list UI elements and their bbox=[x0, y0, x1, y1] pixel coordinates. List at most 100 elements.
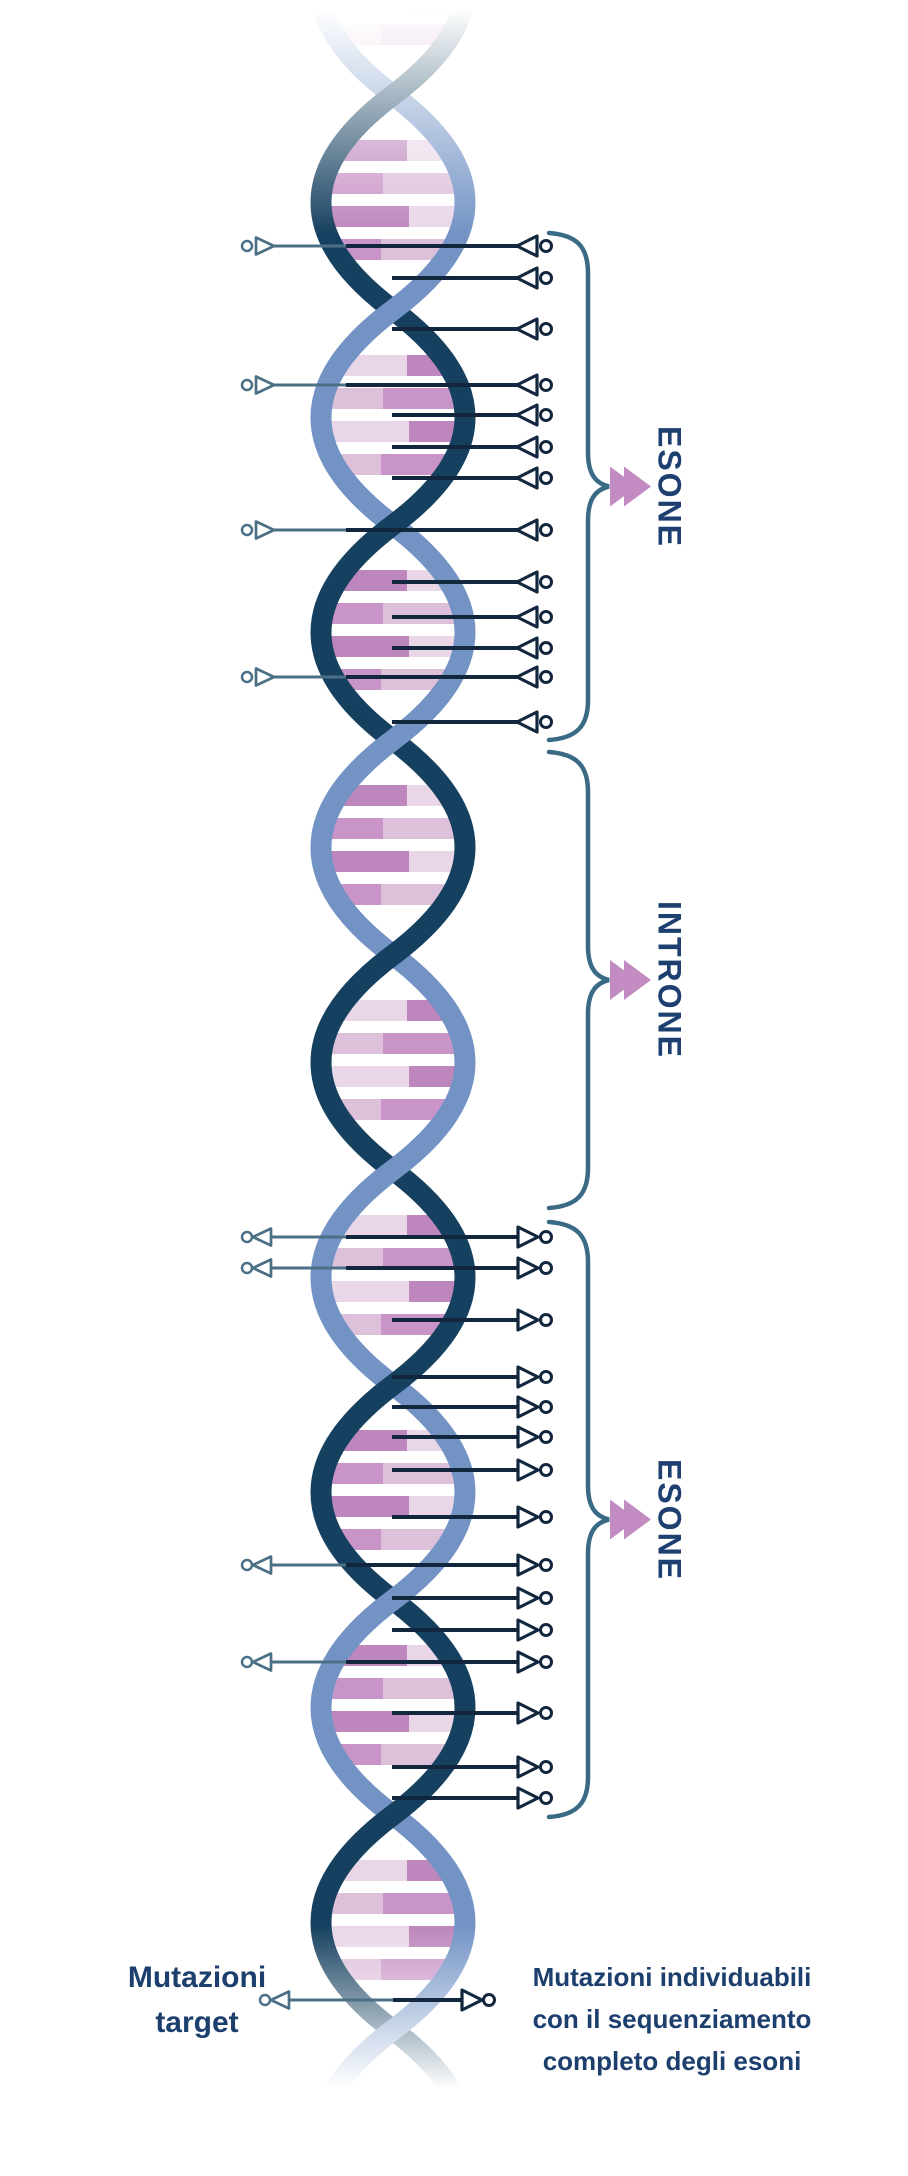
esone-1-bracket bbox=[546, 230, 610, 743]
primer-circle-icon bbox=[482, 1993, 496, 2007]
base-pair-rung-right bbox=[409, 1711, 466, 1732]
arrowhead-icon bbox=[515, 266, 539, 290]
primer-circle-icon bbox=[539, 408, 553, 422]
caption-mutazioni-target: Mutazioni target bbox=[67, 1955, 327, 2045]
arrowhead-icon bbox=[251, 1652, 273, 1672]
arrowhead-icon bbox=[254, 375, 276, 395]
arrowhead-icon bbox=[254, 520, 276, 540]
read-arrow-right-out bbox=[392, 1586, 553, 1610]
arrowhead-icon bbox=[515, 317, 539, 341]
read-arrow-right-in bbox=[346, 234, 553, 258]
arrowhead-icon bbox=[515, 518, 539, 542]
primer-circle-icon bbox=[539, 239, 553, 253]
arrowhead-icon bbox=[515, 435, 539, 459]
double-chevron-icon bbox=[610, 960, 651, 1000]
primer-circle-icon bbox=[539, 1791, 553, 1805]
arrowhead-icon bbox=[516, 1701, 540, 1725]
base-pair-rung-right bbox=[383, 1248, 466, 1269]
base-pair-rung-left bbox=[320, 1033, 383, 1054]
read-arrow-right-out bbox=[392, 1505, 553, 1529]
arrowhead-icon bbox=[516, 1786, 540, 1810]
primer-circle-icon bbox=[539, 440, 553, 454]
base-pair-rung-right bbox=[409, 1066, 466, 1087]
primer-circle-icon bbox=[539, 1706, 553, 1720]
primer-circle-icon bbox=[240, 670, 254, 684]
arrowhead-icon bbox=[516, 1395, 540, 1419]
arrowhead-icon bbox=[516, 1505, 540, 1529]
base-pair-rung-right bbox=[383, 388, 466, 409]
primer-circle-icon bbox=[240, 1655, 254, 1669]
base-pair-rung-left bbox=[320, 1463, 383, 1484]
primer-circle-icon bbox=[240, 1558, 254, 1572]
base-pair-rung-right bbox=[409, 1926, 466, 1947]
caption-mutazioni-individuabili-line3: completo degli esoni bbox=[542, 2046, 802, 2076]
base-pair-rung-left bbox=[320, 173, 383, 194]
arrowhead-icon bbox=[515, 403, 539, 427]
arrowhead-icon bbox=[515, 570, 539, 594]
base-pair-rung-left bbox=[320, 1248, 383, 1269]
base-pair-rung-left bbox=[320, 1926, 409, 1947]
base-pair-rung-left bbox=[320, 603, 383, 624]
read-arrow-right-out bbox=[392, 1458, 553, 1482]
base-pair-rung-right bbox=[409, 206, 466, 227]
caption-mutazioni-target-line2: target bbox=[155, 2006, 239, 2039]
arrowhead-icon bbox=[515, 234, 539, 258]
section-label-introne: INTRONE bbox=[651, 901, 688, 1059]
base-pair-rung-right bbox=[383, 1893, 466, 1914]
read-arrow-right-out bbox=[346, 1553, 553, 1577]
arrowhead-icon bbox=[515, 605, 539, 629]
primer-circle-icon bbox=[539, 1655, 553, 1669]
primer-circle-icon bbox=[240, 239, 254, 253]
dna-strand-dark bbox=[310, 0, 476, 2176]
double-chevron-icon bbox=[610, 1499, 651, 1540]
base-pair-rung-right bbox=[409, 851, 466, 872]
arrowhead-icon bbox=[251, 1258, 273, 1278]
primer-circle-icon bbox=[539, 670, 553, 684]
esone-2-bracket bbox=[546, 1219, 610, 1820]
primer-circle-icon bbox=[539, 271, 553, 285]
read-arrow-right-out bbox=[346, 1650, 553, 1674]
primer-circle-icon bbox=[539, 322, 553, 336]
primer-circle-icon bbox=[539, 1313, 553, 1327]
read-arrow-right-in bbox=[346, 518, 553, 542]
base-pair-rung-right bbox=[383, 1033, 466, 1054]
read-arrow-right-out bbox=[392, 1618, 553, 1642]
base-pair-rung-right bbox=[409, 1496, 466, 1517]
read-arrow-right-in bbox=[392, 466, 553, 490]
arrowhead-icon bbox=[516, 1365, 540, 1389]
arrowhead-icon bbox=[515, 710, 539, 734]
primer-circle-icon bbox=[539, 641, 553, 655]
primer-circle-icon bbox=[539, 1760, 553, 1774]
base-pair-rung-left bbox=[320, 1711, 409, 1732]
base-pair-rung-left bbox=[320, 1066, 409, 1087]
base-pair-rung-left bbox=[320, 1281, 409, 1302]
base-pair-rung-left bbox=[320, 1496, 409, 1517]
primer-circle-icon bbox=[539, 1510, 553, 1524]
read-arrow-right-out bbox=[392, 1365, 553, 1389]
primer-circle-icon bbox=[539, 1400, 553, 1414]
arrowhead-icon bbox=[516, 1586, 540, 1610]
arrowhead-icon bbox=[516, 1256, 540, 1280]
read-arrow-right-out bbox=[392, 1786, 553, 1810]
read-arrow-right-out bbox=[392, 1425, 553, 1449]
arrowhead-icon bbox=[254, 236, 276, 256]
read-arrow-right-out bbox=[392, 1395, 553, 1419]
base-pair-rung-left bbox=[320, 1893, 383, 1914]
primer-circle-icon bbox=[539, 1591, 553, 1605]
arrowhead-icon bbox=[516, 1618, 540, 1642]
section-label-esone-1: ESONE bbox=[651, 425, 688, 549]
read-arrow-right-in bbox=[392, 403, 553, 427]
read-arrow-right-in bbox=[346, 665, 553, 689]
arrowhead-icon bbox=[254, 667, 276, 687]
read-arrow-right-out bbox=[346, 1256, 553, 1280]
base-pair-rung-left bbox=[320, 0, 409, 12]
read-arrows bbox=[240, 234, 553, 1810]
read-arrow-right-out bbox=[392, 1701, 553, 1725]
read-arrow-right-in bbox=[392, 570, 553, 594]
primer-circle-icon bbox=[539, 1430, 553, 1444]
arrowhead-icon bbox=[269, 1990, 291, 2010]
base-pair-rung-left bbox=[320, 206, 409, 227]
read-arrow-right-out bbox=[392, 1308, 553, 1332]
base-pair-rung-right bbox=[409, 1281, 466, 1302]
